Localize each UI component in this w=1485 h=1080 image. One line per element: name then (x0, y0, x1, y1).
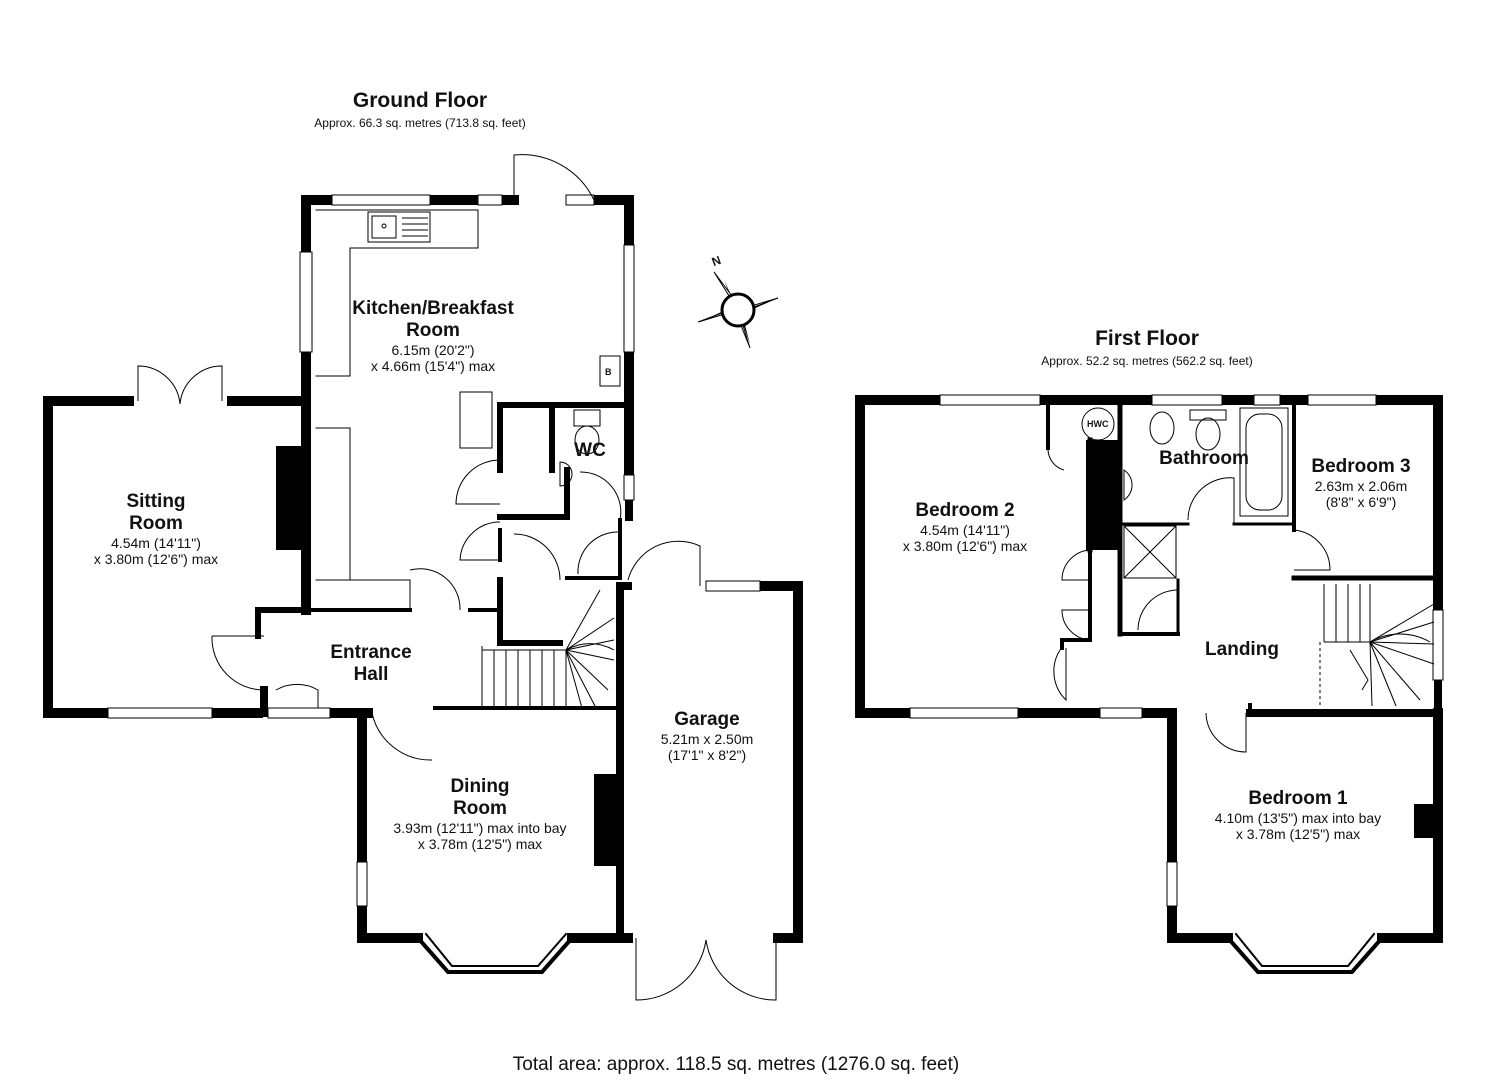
room-dimension: x 4.66m (15'4") max (370, 357, 496, 374)
ground-floor-windows (107, 194, 761, 907)
room-dimension: 6.15m (20'2") (391, 341, 475, 358)
first-floor-windows (909, 394, 1444, 907)
room-kitchen-breakfast: Kitchen/Breakfast Room 6.15m (20'2") x 4… (333, 298, 533, 374)
room-entrance-hall: Entrance Hall (316, 642, 426, 686)
room-name: WC (574, 440, 606, 461)
room-sitting: Sitting Room 4.54m (14'11") x 3.80m (12'… (70, 491, 242, 567)
room-name: Garage (674, 709, 740, 730)
room-name: Kitchen/Breakfast (352, 298, 514, 319)
room-dimension: x 3.78m (12'5") max (417, 835, 543, 852)
room-dimension: x 3.80m (12'6") max (902, 537, 1028, 554)
room-dining: Dining Room 3.93m (12'11") max into bay … (370, 776, 590, 852)
room-name: Bedroom 3 (1311, 456, 1411, 477)
ground-floor-walls (43, 195, 803, 974)
boiler-label: B (605, 367, 612, 377)
room-name: Bathroom (1159, 448, 1249, 469)
room-dimension: x 3.80m (12'6") max (93, 550, 219, 567)
room-dimension: 4.10m (13'5") max into bay (1214, 809, 1382, 826)
room-dimension: 2.63m x 2.06m (1314, 477, 1408, 494)
ground-floor-title: Ground Floor (352, 89, 488, 112)
room-dimension: (8'8" x 6'9") (1325, 493, 1397, 510)
room-name: Room (129, 512, 183, 534)
room-dimension: (17'1" x 8'2") (667, 746, 747, 763)
room-name: Bedroom 1 (1248, 788, 1348, 809)
room-garage: Garage 5.21m x 2.50m (17'1" x 8'2") (640, 709, 774, 763)
room-name: Room (406, 319, 460, 341)
room-name: Landing (1205, 639, 1279, 660)
room-bathroom: Bathroom (1144, 448, 1264, 470)
room-name: Dining (450, 776, 510, 797)
room-bedroom-1: Bedroom 1 4.10m (13'5") max into bay x 3… (1188, 788, 1408, 842)
compass-rose-icon (697, 271, 779, 349)
ground-floor-stairs (481, 589, 615, 709)
ground-floor-area: Approx. 66.3 sq. metres (713.8 sq. feet) (314, 116, 526, 130)
first-floor-area: Approx. 52.2 sq. metres (562.2 sq. feet) (1041, 354, 1253, 368)
first-floor-title: First Floor (1095, 327, 1199, 350)
room-name: Sitting (126, 491, 186, 512)
hwc-label: HWC (1087, 419, 1109, 429)
room-name: Entrance (330, 642, 412, 663)
room-bedroom-2: Bedroom 2 4.54m (14'11") x 3.80m (12'6")… (880, 500, 1050, 554)
room-dimension: 3.93m (12'11") max into bay (393, 819, 567, 836)
first-floor-walls (855, 395, 1443, 974)
room-dimension: 4.54m (14'11") (111, 534, 201, 551)
room-bedroom-3: Bedroom 3 2.63m x 2.06m (8'8" x 6'9") (1296, 456, 1426, 510)
room-wc: WC (565, 440, 615, 462)
ground-floor-doors (137, 154, 777, 1001)
room-name: Room (453, 797, 507, 819)
kitchen-sink-icon (367, 211, 431, 243)
room-landing: Landing (1190, 639, 1294, 661)
room-dimension: 5.21m x 2.50m (660, 730, 754, 747)
total-area: Total area: approx. 118.5 sq. metres (12… (512, 1054, 960, 1075)
first-floor-fixtures (1047, 407, 1435, 753)
room-name: Hall (353, 663, 389, 685)
room-dimension: 4.54m (14'11") (920, 521, 1010, 538)
room-name: Bedroom 2 (915, 500, 1015, 521)
room-dimension: x 3.78m (12'5") max (1235, 825, 1361, 842)
